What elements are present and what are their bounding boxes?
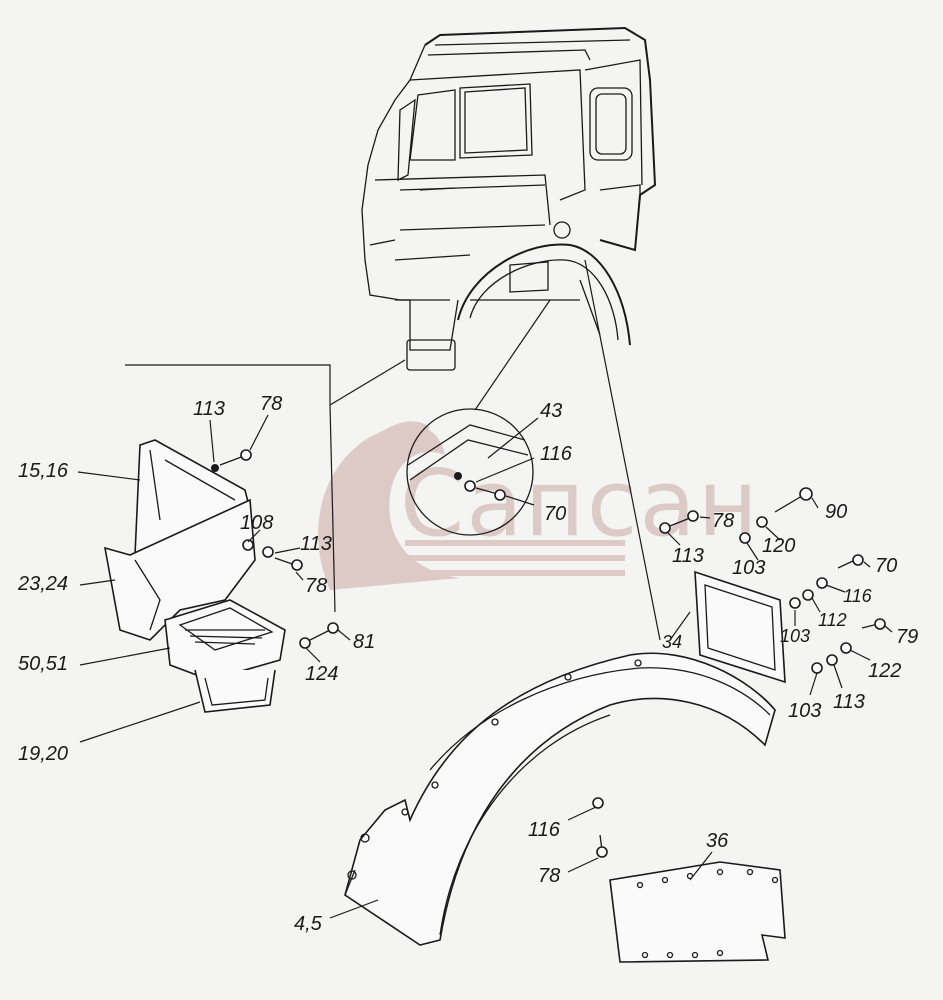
step-assembly: [103, 359, 406, 713]
callout-113-d: 113: [833, 691, 865, 713]
callout-78-b: 78: [305, 575, 327, 597]
callout-90: 90: [825, 501, 847, 523]
callout-50-51: 50,51: [18, 653, 68, 675]
callout-79: 79: [896, 626, 918, 648]
callout-113-b: 113: [300, 533, 332, 555]
callout-70-b: 70: [875, 555, 897, 577]
cab-drawing: [361, 26, 657, 371]
callout-78-c: 78: [712, 510, 734, 532]
callout-78: 78: [260, 393, 282, 415]
callout-15-16: 15,16: [18, 460, 69, 482]
callout-113-c: 113: [672, 545, 704, 567]
callout-116: 116: [540, 443, 573, 465]
detail-circle: [406, 299, 551, 536]
callout-34: 34: [662, 632, 682, 652]
callout-116-b: 116: [843, 586, 873, 606]
callout-labels: 113 78 15,16 108 113 78 23,24 124 81 50,…: [17, 393, 918, 935]
callout-78-d: 78: [538, 865, 560, 887]
callout-81: 81: [353, 631, 375, 653]
callout-116-c: 116: [528, 819, 561, 841]
callout-36: 36: [706, 830, 729, 852]
fender-drawing: [344, 259, 786, 963]
callout-4-5: 4,5: [294, 913, 323, 935]
callout-23-24: 23,24: [17, 573, 68, 595]
callout-103-b: 103: [780, 626, 810, 646]
callout-103-c: 103: [788, 700, 821, 722]
leader-lines: [77, 414, 893, 919]
callout-108: 108: [240, 512, 273, 534]
callout-122: 122: [868, 660, 901, 682]
watermark-text: Сапсан: [400, 450, 760, 557]
callout-120: 120: [762, 535, 795, 557]
callout-70: 70: [544, 503, 566, 525]
callout-124: 124: [305, 663, 338, 685]
callout-43: 43: [540, 400, 562, 422]
callout-19-20: 19,20: [18, 743, 68, 765]
callout-112: 112: [818, 610, 847, 630]
hardware-right: [659, 487, 886, 674]
callout-113: 113: [193, 398, 225, 420]
callout-103: 103: [732, 557, 765, 579]
